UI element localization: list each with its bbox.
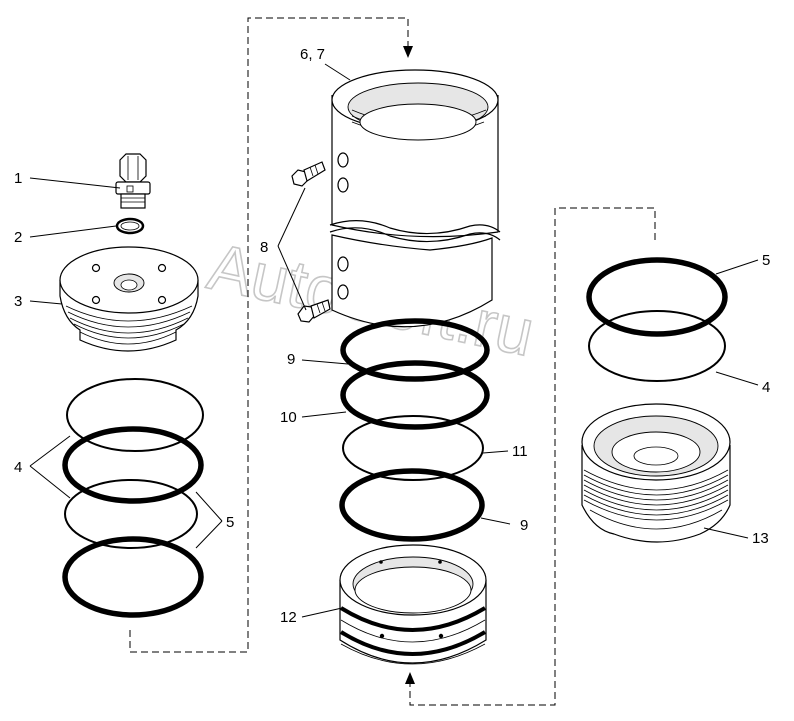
part-8-bolt-upper <box>291 161 326 187</box>
callout-9-bottom: 9 <box>520 517 528 534</box>
callout-6-7: 6, 7 <box>300 46 325 63</box>
ring-5-a <box>62 426 204 504</box>
part-8-bolt-lower <box>297 299 331 323</box>
part-3-cap <box>59 246 199 352</box>
callout-5-right: 5 <box>762 252 770 269</box>
callout-13: 13 <box>752 530 769 547</box>
assembly-path-left <box>129 17 413 653</box>
right-ring-stack <box>586 257 728 382</box>
part-2-seal <box>115 217 145 235</box>
ring-4-b <box>64 479 198 549</box>
left-ring-stack <box>62 378 204 618</box>
callout-10: 10 <box>280 409 297 426</box>
callout-1: 1 <box>14 170 22 187</box>
callout-9-top: 9 <box>287 351 295 368</box>
callout-8: 8 <box>260 239 268 256</box>
ring-5-right <box>586 257 728 337</box>
assembly-path-right <box>405 207 656 706</box>
callout-11: 11 <box>512 443 528 460</box>
part-13-ring-nut <box>581 403 731 543</box>
callout-5-left: 5 <box>226 514 234 531</box>
ring-9-bottom <box>339 468 485 542</box>
leader-lines <box>29 63 759 618</box>
callout-4-right: 4 <box>762 379 770 396</box>
callout-4-left: 4 <box>14 459 22 476</box>
part-6-7-cylinder <box>329 69 501 328</box>
part-12-piston <box>339 544 487 665</box>
ring-9-top <box>340 318 490 382</box>
callout-2: 2 <box>14 229 22 246</box>
callout-3: 3 <box>14 293 22 310</box>
ring-11 <box>342 415 484 481</box>
ring-4-right <box>588 310 726 382</box>
ring-4-a <box>66 378 204 452</box>
ring-5-b <box>62 536 204 618</box>
part-1-fitting <box>115 153 151 209</box>
ring-10 <box>340 360 490 430</box>
callout-12: 12 <box>280 609 297 626</box>
middle-ring-stack <box>339 318 490 542</box>
